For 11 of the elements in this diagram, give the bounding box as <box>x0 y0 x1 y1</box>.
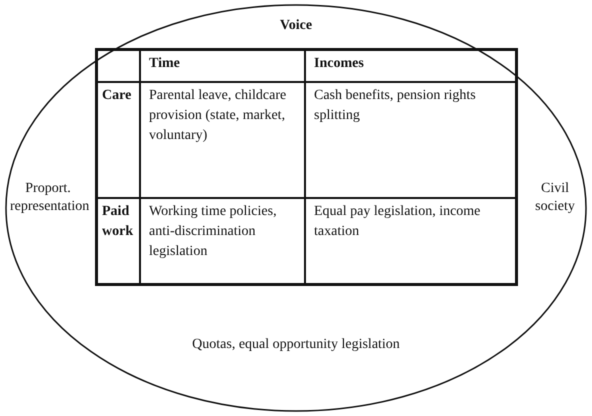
policy-text: Equal pay legislation, income taxation <box>305 198 516 284</box>
bottom-note: Quotas, equal opportunity legislation <box>191 336 401 354</box>
policy-text: Parental leave, childcare provision (state, market, voluntary) <box>140 82 305 198</box>
policy-text: Working time policies, anti-discrimination legislation <box>140 198 305 284</box>
row-header: Care <box>97 82 140 198</box>
column-header: Time <box>140 50 305 82</box>
policy-text: Cash benefits, pension rights splitting <box>305 82 516 198</box>
column-header: Incomes <box>305 50 516 82</box>
heading: Voice <box>278 17 314 35</box>
row-header: Paid work <box>97 198 140 284</box>
side-note: Civil society <box>534 180 576 216</box>
